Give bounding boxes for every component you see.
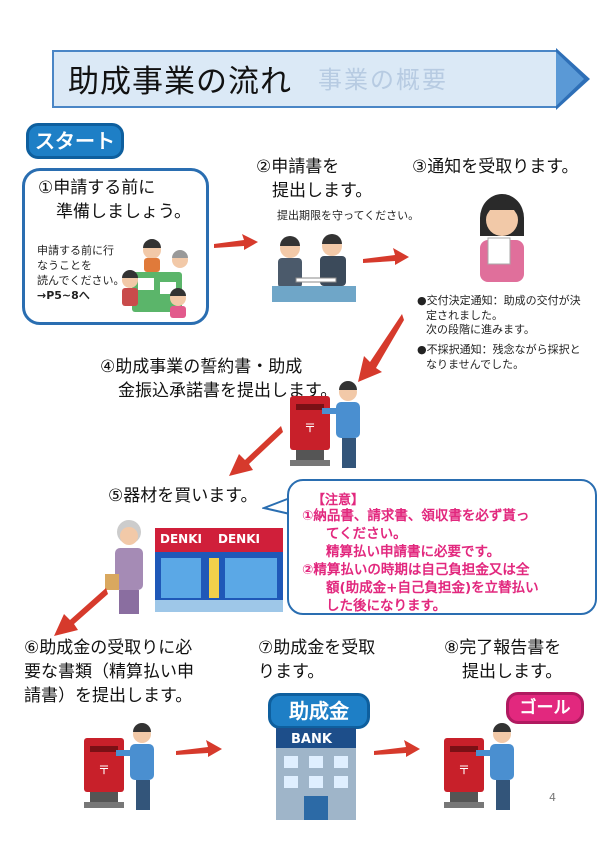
step6-title-line1: ⑥助成金の受取りに必 <box>24 638 193 658</box>
caution-line1: ①納品書、請求書、領収書を必ず貰っ <box>302 508 530 524</box>
step4-title-line2: 金振込承諾書を提出します。 <box>118 381 338 401</box>
arrow-step2-to-3 <box>363 248 409 265</box>
step6-title-line3: 請書）を提出します。 <box>24 686 193 706</box>
caution-line4: ②精算払いの時期は自己負担金又は全 <box>302 562 530 578</box>
step3-note1-line3: 次の段階に進みます。 <box>426 323 535 336</box>
step1-note-line4: →P5~8へ <box>37 289 90 302</box>
mailbox-posting-illustration-3: 〒 <box>444 723 514 810</box>
electronics-store-illustration <box>155 528 283 612</box>
step7-title-line2: ります。 <box>258 662 325 682</box>
step1-title-line1: ①申請する前に <box>38 178 156 198</box>
caution-line5: 額(助成金+自己負担金)を立替払い <box>326 580 539 596</box>
step5-title: ⑤器材を買います。 <box>108 486 258 506</box>
step2-title-line1: ②申請書を <box>256 157 340 177</box>
svg-text:〒: 〒 <box>304 421 316 435</box>
arrow-step1-to-2 <box>214 234 258 250</box>
step8-title-line1: ⑧完了報告書を <box>444 638 562 658</box>
store-sign-right: DENKI <box>218 532 260 546</box>
banner-ghost-text: 事業の概要 <box>318 66 448 94</box>
step6-title-line2: 要な書類（精算払い申 <box>24 662 194 682</box>
step3-note2-line2: なりませんでした。 <box>426 358 525 371</box>
step2-title-line2: 提出します。 <box>272 181 373 201</box>
page-number: 4 <box>549 791 556 804</box>
caution-note <box>287 479 597 615</box>
arrow-step6-to-7 <box>176 740 222 757</box>
page-title: 助成事業の流れ <box>68 64 292 100</box>
step4-title-line1: ④助成事業の誓約書・助成 <box>100 357 303 377</box>
group-reading-illustration <box>122 239 188 318</box>
step3-title: ③通知を受取ります。 <box>412 157 579 177</box>
step1-note-line1: 申請する前に行 <box>37 244 114 257</box>
step3-note1-line1: ●交付決定通知：助成の交付が決 <box>417 294 581 307</box>
title-banner <box>52 50 558 108</box>
step8-title-line2: 提出します。 <box>462 662 563 682</box>
arrow-step7-to-8 <box>374 740 420 757</box>
woman-holding-notice-illustration <box>480 194 524 282</box>
bank-sign: BANK <box>291 732 332 747</box>
step2-note: 提出期限を守ってください。 <box>277 209 420 222</box>
arrow-step3-to-4 <box>358 314 404 382</box>
step3-note2-line1: ●不採択通知：残念ながら採択と <box>417 343 581 356</box>
step7-title-line1: ⑦助成金を受取 <box>258 638 376 658</box>
caution-line2: てください。 <box>326 526 407 542</box>
svg-text:〒: 〒 <box>98 763 110 777</box>
start-badge: スタート <box>26 123 124 159</box>
step1-note-line3: 読んでください。 <box>37 274 125 287</box>
caution-line3: 精算払い申請書に必要です。 <box>326 544 501 560</box>
banner-arrow-inner <box>556 52 584 106</box>
desk-consultation-illustration <box>272 234 356 302</box>
speech-bubble-tail <box>262 497 291 515</box>
svg-text:〒: 〒 <box>458 763 470 777</box>
store-sign-left: DENKI <box>160 532 202 546</box>
bank-building-illustration <box>276 728 356 820</box>
arrow-step5-to-6 <box>54 588 108 636</box>
step3-note1-line2: 定されました。 <box>426 309 503 322</box>
goal-badge: ゴール <box>506 692 584 724</box>
subsidy-badge: 助成金 <box>268 693 370 729</box>
step1-title-line2: 準備しましょう。 <box>56 202 191 222</box>
arrow-step4-to-5 <box>229 426 283 476</box>
mailbox-posting-illustration-2: 〒 <box>84 723 154 810</box>
caution-line6: した後になります。 <box>326 598 447 614</box>
caution-title: 【注意】 <box>312 493 365 508</box>
step1-note-line2: なうことを <box>37 259 92 272</box>
mailbox-posting-illustration: 〒 <box>290 381 360 468</box>
elderly-woman-shopping-illustration <box>105 520 143 614</box>
